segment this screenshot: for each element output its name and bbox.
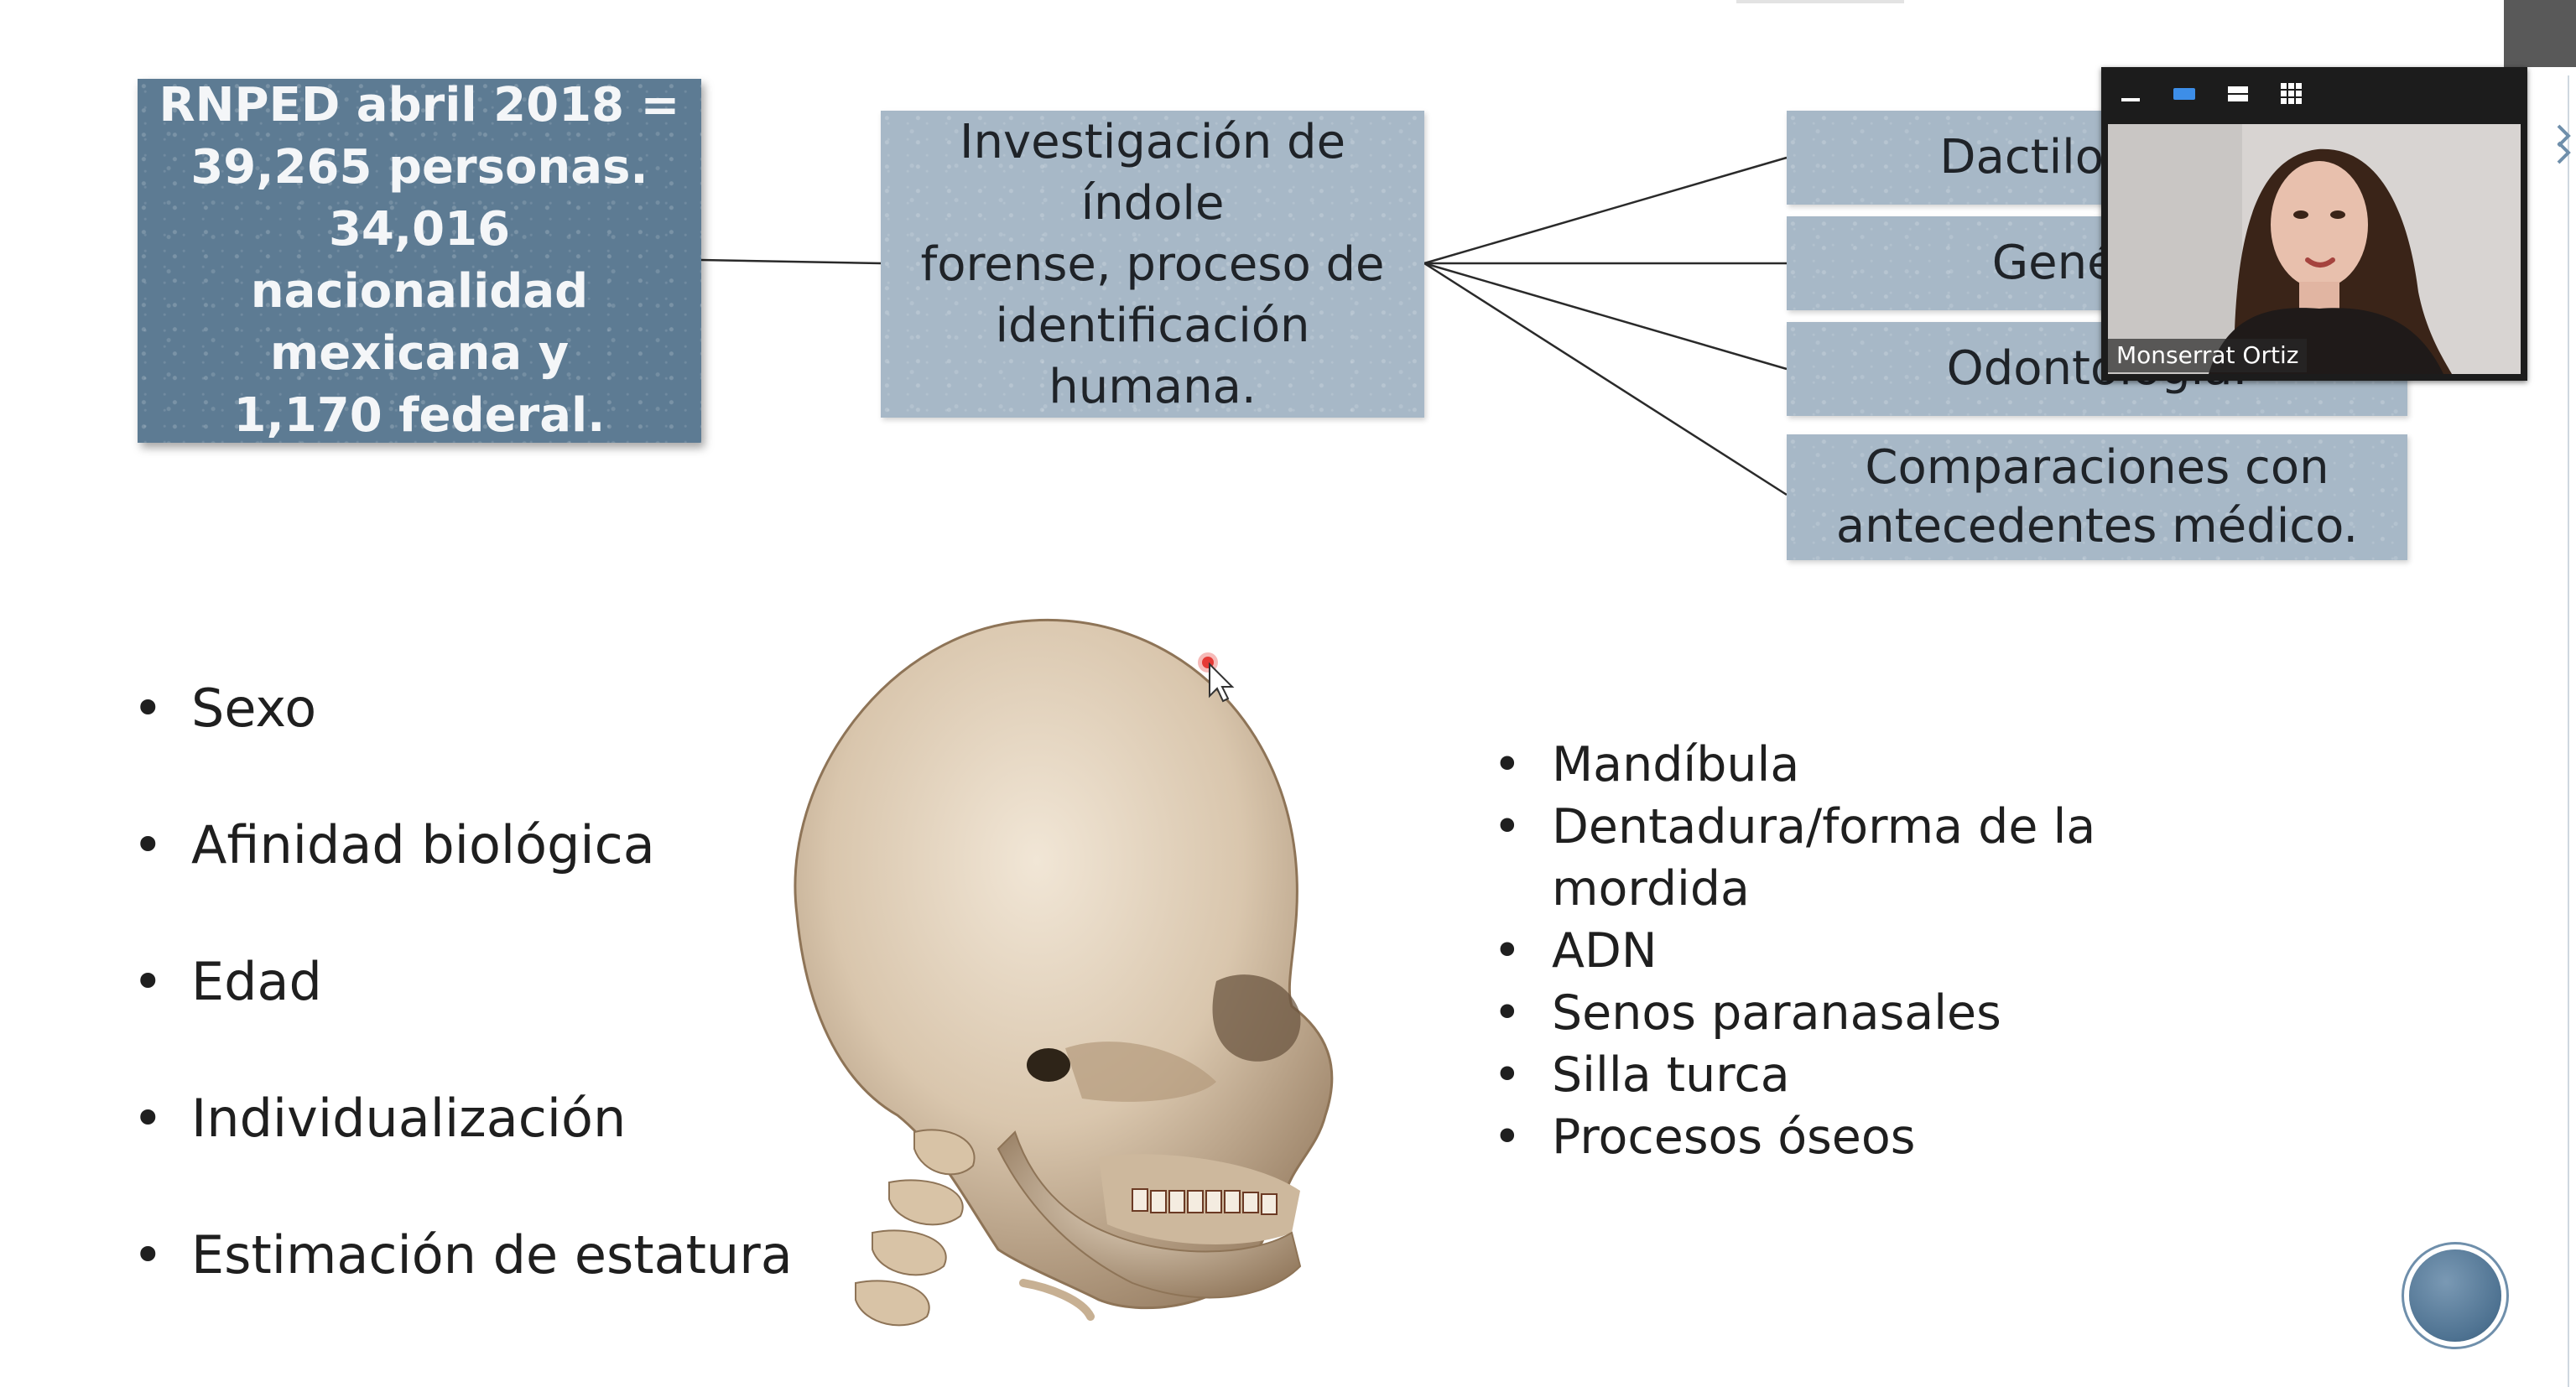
participant-name-label: Monserrat Ortiz [2108,339,2308,372]
investigation-line: Investigación de índole [959,114,1346,231]
registry-statistics-box: RNPED abril 2018 = 39,265 personas. 34,0… [138,78,701,443]
slide-navigation-button[interactable] [2409,1249,2501,1342]
list-item: Silla turca [1493,1044,2156,1106]
slide-scroll-track [2557,75,2571,1387]
list-item: Afinidad biológica [133,812,793,879]
list-item: Individualización [133,1085,793,1152]
list-item: Senos paranasales [1493,982,2156,1044]
list-item: Procesos óseos [1493,1106,2156,1168]
video-tile-toolbar [2101,67,2527,121]
registry-line: 34,016 nacionalidad [250,202,589,319]
minimize-icon[interactable] [2116,80,2145,108]
investigation-line: forense, proceso de [920,236,1385,292]
list-item: Mandíbula [1493,734,2156,796]
pointer-cursor-icon [1198,652,1235,703]
stacked-view-icon[interactable] [2224,80,2252,108]
identification-criteria-list: Sexo Afinidad biológica Edad Individuali… [133,675,793,1358]
registry-line: RNPED abril 2018 = [159,78,680,132]
list-item: Estimación de estatura [133,1222,793,1289]
comparison-features-list: Mandíbula Dentadura/forma de la mordida … [1493,734,2156,1168]
registry-line: mexicana y [269,326,570,381]
gallery-view-icon[interactable] [2277,80,2306,108]
list-item: Sexo [133,675,793,742]
video-call-tile[interactable]: Monserrat Ortiz [2101,67,2527,381]
participant-video-feed [2108,124,2521,374]
method-label: Comparaciones con [1865,440,2329,495]
registry-line: 1,170 federal. [233,388,606,443]
investigation-line: identificación humana. [995,298,1310,414]
method-label: antecedentes médico. [1835,499,2359,553]
investigation-box: Investigación de índole forense, proceso… [881,111,1424,418]
list-item: Dentadura/forma de la mordida [1493,796,2156,920]
skull-image [794,618,1334,1327]
corner-video-thumbnail[interactable] [2504,0,2576,67]
list-item: Edad [133,948,793,1016]
top-edge-line [1736,0,1904,3]
list-item: ADN [1493,920,2156,982]
registry-line: 39,265 personas. [190,140,648,195]
method-box-comparaciones: Comparaciones con antecedentes médico. [1787,434,2407,560]
speaker-view-icon[interactable] [2170,80,2199,108]
